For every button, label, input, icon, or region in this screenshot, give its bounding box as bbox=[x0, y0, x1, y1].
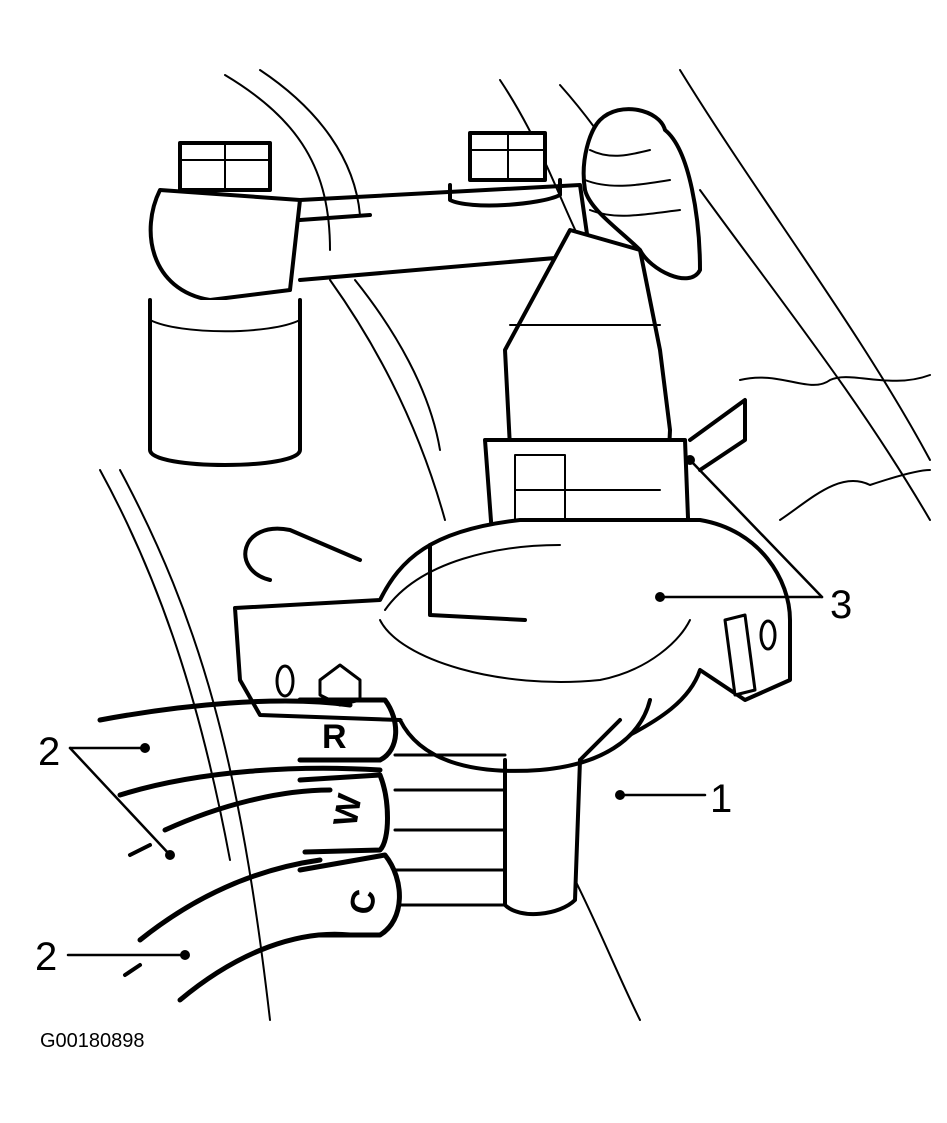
callout-2-upper: 2 bbox=[38, 730, 60, 774]
wire-letter-c: C bbox=[342, 887, 384, 918]
mounting-bracket bbox=[148, 131, 592, 467]
figure-code: G00180898 bbox=[40, 1030, 145, 1052]
callout-3: 3 bbox=[830, 583, 852, 627]
coil-boot bbox=[581, 107, 702, 281]
coil-body bbox=[233, 518, 792, 917]
wire-letter-w: W bbox=[326, 790, 369, 829]
wire-letter-r: R bbox=[322, 718, 347, 756]
wiring-harness bbox=[97, 697, 507, 1003]
leader-dots bbox=[140, 455, 695, 960]
background-structure bbox=[99, 69, 931, 1021]
leader-lines bbox=[66, 458, 824, 957]
callout-1: 1 bbox=[710, 777, 732, 821]
callout-2-lower: 2 bbox=[35, 935, 57, 979]
